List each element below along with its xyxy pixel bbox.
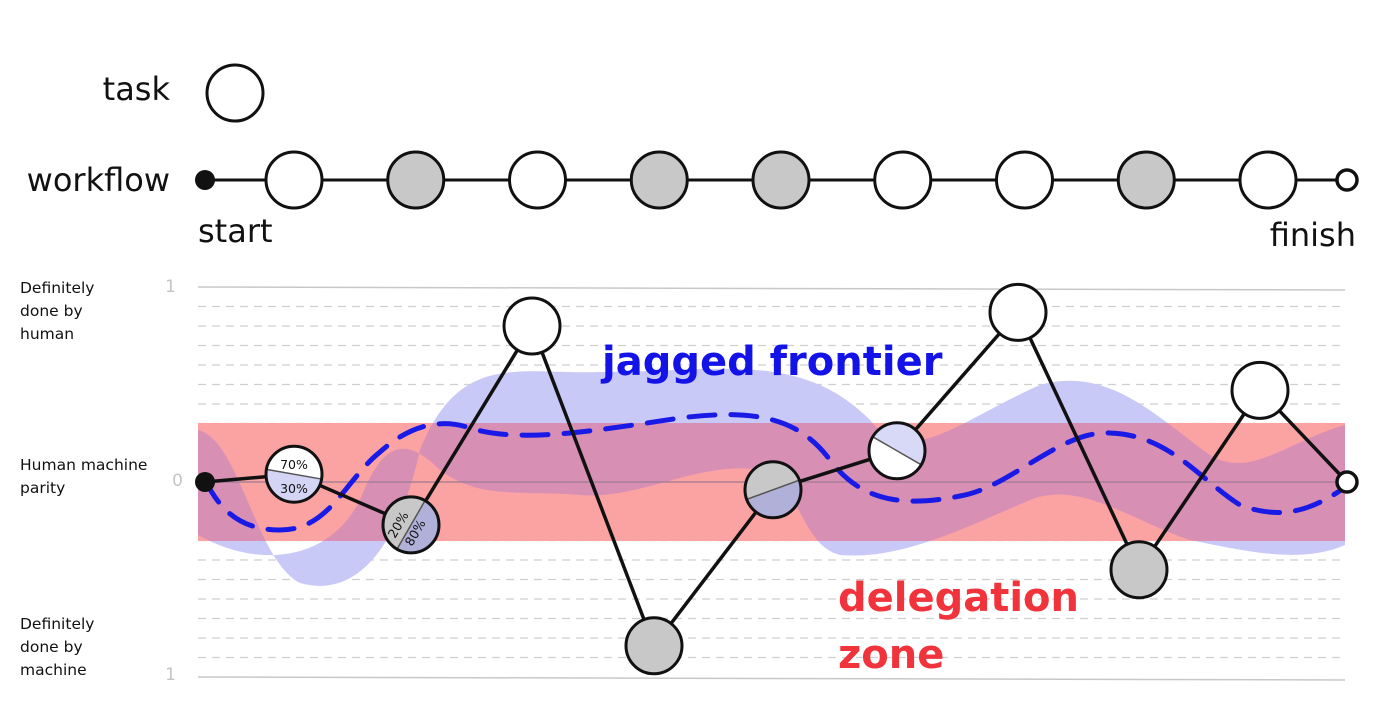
workflow-task-gray xyxy=(386,150,446,210)
task-1-human-pct: 70% xyxy=(280,457,308,472)
axis-bottom-label: Definitely done by machine xyxy=(20,615,99,679)
workflow-task-white xyxy=(508,150,567,210)
workflow-task-white xyxy=(1238,150,1298,210)
grid-line-solid xyxy=(197,676,1346,681)
task-1-machine-pct: 30% xyxy=(280,481,308,496)
workflow-task-gray xyxy=(1116,150,1176,210)
task-node-5-divider xyxy=(746,479,800,501)
task-node-7 xyxy=(1109,540,1169,600)
task-node-1-top-half xyxy=(266,446,322,480)
workflow-legend-label: workflow xyxy=(27,161,170,199)
axis-top-label: Definitely done by human xyxy=(20,279,99,343)
task-node-6 xyxy=(867,421,927,481)
workflow-task-nodes xyxy=(264,150,1298,210)
task-nodes: 70% 30% 20%80% xyxy=(195,282,1359,676)
task-node-2-outline xyxy=(381,495,441,555)
finish-label: finish xyxy=(1270,216,1356,254)
task-node-6-outline xyxy=(867,421,927,481)
task-node-2-divider xyxy=(396,500,426,550)
task-node-5 xyxy=(743,460,803,520)
task-node-3 xyxy=(624,616,684,676)
workflow-finish-dot xyxy=(1335,168,1359,192)
task-node-1-outline xyxy=(264,444,324,504)
path-finish-dot xyxy=(1335,470,1359,494)
workflow-task-white xyxy=(995,150,1054,210)
task-legend-circle xyxy=(205,63,265,123)
axis-middle-label: Human machine parity xyxy=(20,456,152,497)
tick-top: 1 xyxy=(165,277,176,297)
task-node-6-divider xyxy=(872,436,922,466)
tick-bottom: 1 xyxy=(165,665,176,685)
task-node-2: 20%80% xyxy=(381,495,441,555)
workflow-start-dot xyxy=(195,170,215,190)
grid-line-solid xyxy=(197,286,1346,291)
task-node-1-divider xyxy=(266,468,322,480)
jagged-frontier-line xyxy=(202,412,1350,533)
workflow-task-gray xyxy=(629,150,689,210)
start-label: start xyxy=(198,212,273,250)
task-node-8 xyxy=(1230,360,1290,420)
task-node-2-top-half xyxy=(397,500,439,553)
delegation-zone-label: delegation zone xyxy=(838,575,1093,678)
task-node-6 xyxy=(988,282,1048,342)
task-node-6-top-half xyxy=(872,422,925,465)
task-node-2 xyxy=(502,296,562,356)
workflow-task-gray xyxy=(751,150,811,210)
tick-middle: 0 xyxy=(172,471,183,491)
task-node-1: 70% 30% xyxy=(264,444,324,504)
jagged-frontier-label: jagged frontier xyxy=(600,339,943,385)
workflow-task-white xyxy=(264,150,324,210)
workflow-task-white xyxy=(873,150,933,210)
task-node-5-top-half xyxy=(746,480,801,518)
task-legend-label: task xyxy=(103,70,171,108)
task-node-5-outline xyxy=(743,460,803,520)
path-start-dot xyxy=(195,472,215,492)
